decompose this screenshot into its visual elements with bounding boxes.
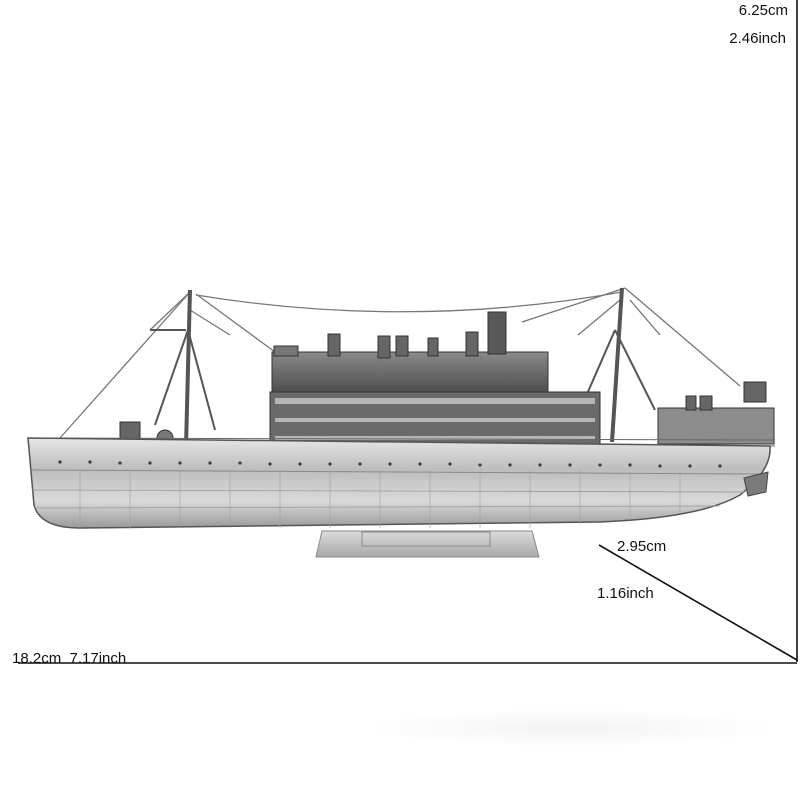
depth-dimension-line: [598, 544, 798, 661]
display-stand: [315, 530, 540, 558]
width-label: 18.2cm 7.17inch: [12, 650, 127, 667]
depth-inch-label: 1.16inch: [597, 585, 654, 602]
dimension-lines: [18, 0, 798, 664]
depth-cm-label: 2.95cm: [617, 538, 667, 555]
floor-shadow: [360, 708, 780, 748]
ship-hull: [27, 437, 771, 529]
height-inch-label: 2.46inch: [729, 30, 786, 47]
height-cm-label: 6.25cm: [738, 2, 788, 19]
ship-rigging: [59, 287, 741, 439]
ship-superstructure: [119, 311, 775, 451]
